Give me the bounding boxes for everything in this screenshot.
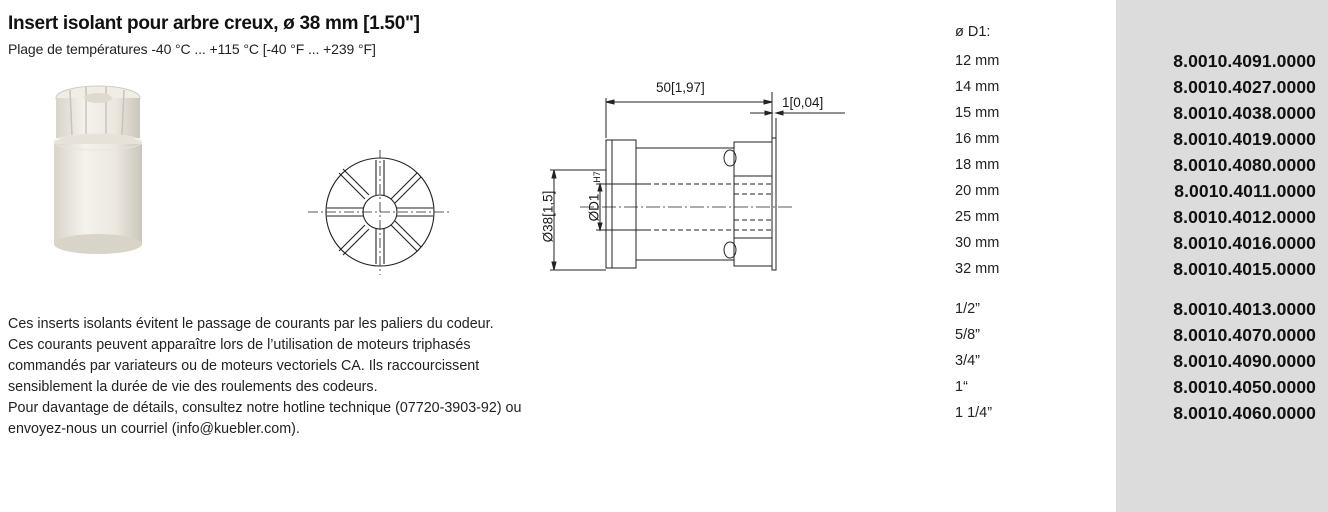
order-code: 8.0010.4011.0000	[1174, 181, 1316, 201]
size-item: 14 mm	[955, 79, 1000, 95]
order-code: 8.0010.4016.0000	[1173, 233, 1316, 253]
size-item: 20 mm	[955, 183, 1000, 199]
order-code: 8.0010.4015.0000	[1173, 259, 1316, 279]
flange-dimension: 1[0,04]	[782, 95, 824, 110]
order-code: 8.0010.4027.0000	[1173, 77, 1316, 97]
size-label: ø D1:	[955, 24, 991, 40]
order-code: 8.0010.4070.0000	[1173, 325, 1316, 345]
size-item: 1/2”	[955, 301, 980, 317]
size-item: 1 1/4”	[955, 405, 993, 421]
order-code-column: 8.0010.4091.0000 8.0010.4027.0000 8.0010…	[1173, 48, 1316, 426]
description-line: Pour davantage de détails, consultez not…	[8, 400, 522, 416]
size-item: 16 mm	[955, 131, 1000, 147]
outer-diameter-dimension: Ø38[1,5]	[540, 190, 556, 243]
size-item: 1“	[955, 379, 968, 395]
size-item: 12 mm	[955, 53, 1000, 69]
bore-dimension: ØD1	[586, 193, 602, 222]
description-line: sensiblement la durée de vie des rouleme…	[8, 379, 378, 395]
front-view-drawing	[308, 150, 452, 275]
order-code: 8.0010.4091.0000	[1173, 51, 1316, 71]
order-code: 8.0010.4080.0000	[1173, 155, 1316, 175]
size-item: 15 mm	[955, 105, 1000, 121]
order-code: 8.0010.4090.0000	[1173, 351, 1316, 371]
order-code: 8.0010.4019.0000	[1173, 129, 1316, 149]
size-item: 32 mm	[955, 261, 1000, 277]
size-item: 25 mm	[955, 209, 1000, 225]
size-item: 18 mm	[955, 157, 1000, 173]
order-code: 8.0010.4013.0000	[1173, 299, 1316, 319]
page-title: Insert isolant pour arbre creux, ø 38 mm…	[8, 13, 420, 34]
product-photo	[53, 85, 143, 254]
order-code-panel: 8.0010.4091.0000 8.0010.4027.0000 8.0010…	[1116, 0, 1328, 512]
order-code: 8.0010.4012.0000	[1173, 207, 1316, 227]
side-view-drawing: 50[1,97] 1[0,04] Ø38[1,5] ØD1 H7	[520, 68, 860, 280]
size-item: 3/4”	[955, 353, 980, 369]
description-line: Ces inserts isolants évitent le passage …	[8, 316, 494, 332]
order-code: 8.0010.4038.0000	[1173, 103, 1316, 123]
length-dimension: 50[1,97]	[656, 80, 705, 95]
order-code: 8.0010.4050.0000	[1173, 377, 1316, 397]
description-line: Ces courants peuvent apparaître lors de …	[8, 337, 471, 353]
description-line: commandés par variateurs ou de moteurs v…	[8, 358, 480, 374]
size-item: 30 mm	[955, 235, 1000, 251]
size-column: ø D1: 12 mm 14 mm 15 mm 16 mm 18 mm 20 m…	[955, 24, 1075, 426]
order-code: 8.0010.4060.0000	[1173, 403, 1316, 423]
bore-tolerance: H7	[591, 171, 602, 183]
description-line: envoyez-nous un courriel (info@kuebler.c…	[8, 421, 300, 437]
size-item: 5/8”	[955, 327, 980, 343]
temperature-range: Plage de températures -40 °C ... +115 °C…	[8, 41, 376, 57]
description: Ces inserts isolants évitent le passage …	[8, 314, 728, 440]
